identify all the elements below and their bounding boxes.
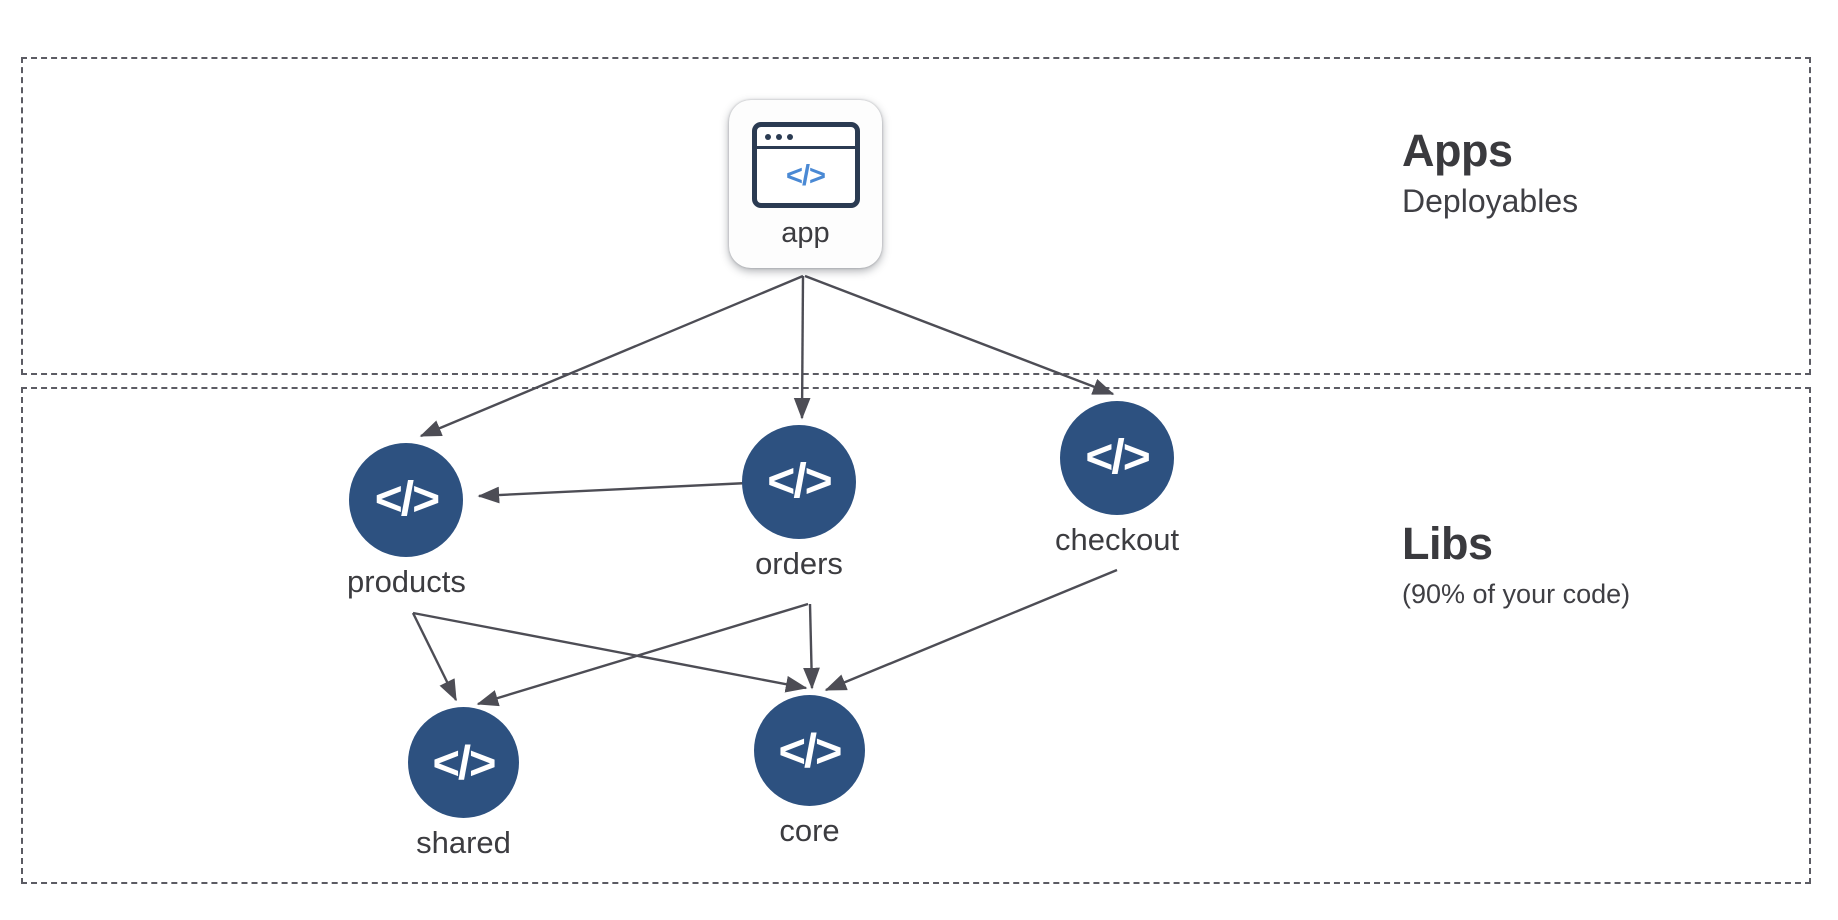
node-core-label: core [779, 813, 840, 848]
node-core[interactable]: </> core [754, 695, 865, 850]
node-app-label: app [781, 217, 830, 249]
code-brackets-icon: </> [742, 425, 856, 539]
node-orders-label: orders [755, 546, 843, 581]
zone-libs-title: Libs [1402, 518, 1493, 569]
zone-apps-caption: Apps Deployables [1402, 125, 1578, 221]
browser-dot-2 [775, 133, 782, 140]
node-checkout[interactable]: </> checkout [1055, 401, 1179, 559]
node-shared-label: shared [416, 825, 511, 860]
zone-libs [21, 387, 1811, 884]
zone-apps-title: Apps [1402, 125, 1513, 176]
node-orders[interactable]: </> orders [742, 425, 856, 583]
browser-dot-1 [764, 133, 771, 140]
node-products[interactable]: </> products [347, 443, 466, 601]
code-brackets-icon: </> [1060, 401, 1175, 515]
zone-libs-subtitle: (90% of your code) [1402, 579, 1631, 609]
node-checkout-label: checkout [1055, 522, 1180, 557]
zone-libs-caption: Libs (90% of your code) [1402, 518, 1630, 612]
code-brackets-icon: </> [754, 695, 865, 806]
browser-window-code-icon: </> [751, 122, 860, 208]
zone-apps-subtitle: Deployables [1402, 183, 1579, 219]
code-brackets-glyph: </> [786, 159, 826, 192]
node-shared[interactable]: </> shared [408, 707, 519, 862]
browser-dot-3 [786, 133, 793, 140]
code-brackets-icon: </> [408, 707, 519, 818]
browser-titlebar [756, 127, 855, 149]
node-products-label: products [347, 564, 466, 599]
node-app[interactable]: </> app [729, 100, 882, 268]
code-brackets-icon: </> [349, 443, 464, 557]
